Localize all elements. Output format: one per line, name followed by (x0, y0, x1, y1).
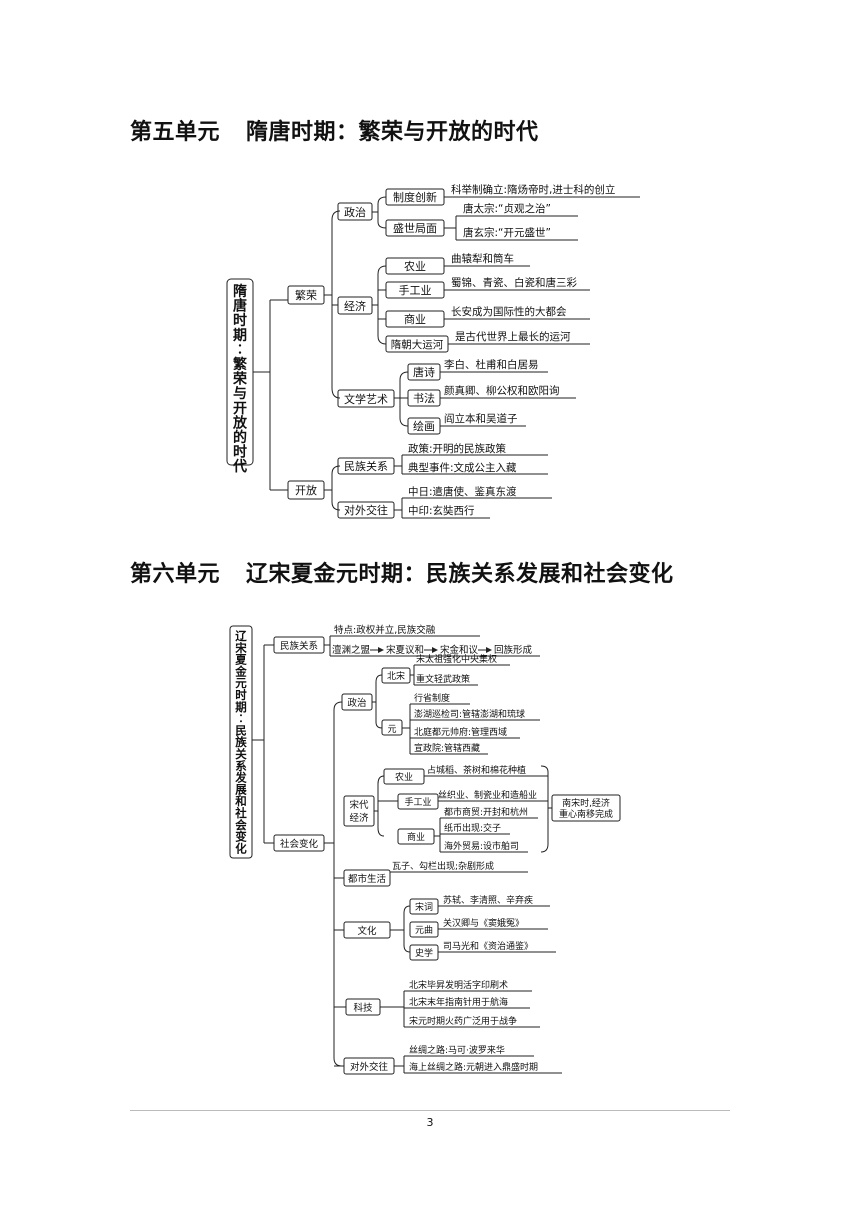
node-songjingji-label-2: 经济 (349, 812, 369, 824)
node-note-box (551, 794, 621, 822)
wenhua-row-1-text: 苏轼、李清照、辛弃疾 (443, 894, 533, 906)
branch-fanrong-label: 繁荣 (295, 288, 317, 302)
note-line-2: 重心南移完成 (559, 808, 613, 820)
shangye6-item-1: 都市商贸:开封和杭州 (444, 806, 528, 818)
wenxue-row-1-text: 李白、杜甫和白居易 (444, 358, 539, 371)
unit5-title-number: 第五单元 (130, 120, 221, 145)
page-number: 3 (426, 1116, 434, 1129)
yuan-item-2: 澎湖巡检司:管辖澎湖和琉球 (414, 708, 525, 720)
yuan-item-4: 宣政院:管辖西藏 (414, 742, 480, 754)
wenxue-row-2-text: 颜真卿、柳公权和欧阳询 (444, 384, 560, 397)
beisong-item-2: 重文轻武政策 (416, 673, 470, 685)
node-zhengzhi6-label: 政治 (347, 697, 366, 709)
node-yuan-label: 元 (387, 725, 396, 735)
jingji-row-1-text: 曲辕犁和筒车 (451, 252, 514, 265)
unit6-root-box (229, 625, 253, 859)
node-zhidu-text: 科举制确立:隋炀帝时,进士科的创立 (451, 183, 615, 196)
note-line-1: 南宋时,经济 (562, 797, 610, 809)
beisong-item-1: 宋太祖强化中央集权 (416, 653, 497, 665)
footer-divider (130, 1110, 730, 1111)
node-songjingji-label-1: 宋代 (349, 799, 369, 811)
wenhua-row-3-label: 史学 (415, 947, 433, 959)
node-jingji-label: 经济 (344, 299, 366, 313)
wenhua-row-1-label: 宋词 (415, 901, 433, 913)
wenxue-row-3-text: 阎立本和吴道子 (444, 412, 518, 425)
duiwai5-item-1: 中日:遣唐使、鉴真东渡 (408, 485, 517, 498)
node-minzu6-label: 民族关系 (280, 640, 318, 652)
unit6-title-text: 辽宋夏金元时期：民族关系发展和社会变化 (246, 562, 674, 587)
keji-item-3: 宋元时期火药广泛用于战争 (409, 1015, 517, 1027)
chain-4: 回族形成 (494, 644, 533, 656)
jingji-row-4-label: 隋朝大运河 (391, 338, 444, 351)
minzu6-item-1: 特点:政权并立,民族交融 (334, 624, 436, 636)
chain-3: 宋金和议 (440, 644, 479, 656)
duiwai5-item-2: 中印:玄奘西行 (408, 504, 475, 517)
node-wenxue-label: 文学艺术 (344, 392, 388, 406)
node-beisong-label: 北宋 (387, 670, 405, 682)
duiwai6-item-1: 丝绸之路:马可·波罗来华 (409, 1044, 505, 1056)
jingji-row-3-text: 长安成为国际性的大都会 (451, 305, 567, 318)
jingji-row-2-label: 手工业 (399, 283, 432, 297)
node-minzu5-label: 民族关系 (344, 459, 388, 473)
unit6-title-number: 第六单元 (130, 562, 221, 587)
node-wenhua-label: 文化 (357, 925, 377, 937)
unit5-mindmap: 隋唐时期︰繁荣与开放的时代 繁荣 政治 制度创新 科举制确立:隋炀帝时,进士科的… (226, 183, 640, 519)
duiwai6-item-2: 海上丝绸之路:元朝进入鼎盛时期 (409, 1061, 538, 1073)
node-dushi-label: 都市生活 (348, 873, 387, 885)
unit5-title-text: 隋唐时期：繁荣与开放的时代 (246, 120, 539, 145)
shengshi-item-1: 唐太宗:“贞观之治” (463, 202, 551, 215)
node-duiwai5-label: 对外交往 (344, 503, 388, 517)
wenhua-row-3-text: 司马光和《资治通鉴》 (443, 940, 533, 952)
chain-2: 宋夏议和 (386, 644, 424, 656)
node-zhengzhi-label: 政治 (344, 205, 366, 219)
node-shangye6-label: 商业 (407, 831, 425, 843)
wenxue-row-2-label: 书法 (413, 391, 435, 405)
jingji-row-4-text: 是古代世界上最长的运河 (455, 330, 571, 343)
chain-1: 澶渊之盟 (332, 644, 371, 656)
jingji-row-3-label: 商业 (404, 312, 426, 326)
node-shougong6-label: 手工业 (404, 796, 431, 808)
node-zhidu-label: 制度创新 (393, 190, 437, 204)
unit6-title: 第六单元辽宋夏金元时期：民族关系发展和社会变化 (130, 556, 674, 588)
unit5-root-label: 隋唐时期︰繁荣与开放的时代 (232, 283, 248, 475)
jingji-row-1-label: 农业 (404, 259, 426, 273)
wenxue-row-3-label: 绘画 (413, 419, 435, 433)
node-keji-label: 科技 (353, 1002, 373, 1014)
jingji-row-2-text: 蜀锦、青瓷、白瓷和唐三彩 (451, 276, 577, 289)
node-nongye6-label: 农业 (395, 771, 413, 783)
unit6-root-label: 辽宋夏金元时期︰民族关系发展和社会变化 (234, 629, 247, 855)
yuan-item-3: 北庭都元帅府:管理西域 (414, 726, 507, 738)
nongye6-text: 占城稻、茶树和棉花种植 (427, 764, 526, 776)
branch-kaifang-label: 开放 (295, 483, 317, 497)
dushi-text: 瓦子、勾栏出现;杂剧形成 (392, 860, 494, 872)
minzu5-item-1: 政策:开明的民族政策 (408, 442, 507, 455)
wenxue-row-1-label: 唐诗 (413, 365, 435, 379)
shangye6-item-3: 海外贸易:设市舶司 (444, 840, 519, 852)
node-shehui-label: 社会变化 (280, 838, 319, 850)
shengshi-item-2: 唐玄宗:“开元盛世” (463, 226, 551, 239)
shangye6-item-2: 纸币出现:交子 (444, 822, 501, 834)
wenhua-row-2-text: 关汉卿与《窦娥冤》 (443, 917, 524, 929)
wenhua-row-2-label: 元曲 (415, 925, 433, 936)
minzu5-item-2: 典型事件:文成公主入藏 (408, 461, 517, 474)
keji-item-2: 北宋末年指南针用于航海 (409, 996, 508, 1008)
node-shengshi-label: 盛世局面 (393, 221, 437, 235)
unit6-mindmap: 辽宋夏金元时期︰民族关系发展和社会变化 民族关系 特点:政权并立,民族交融 澶渊… (229, 624, 621, 1075)
node-duiwai6-label: 对外交往 (350, 1061, 389, 1073)
yuan-item-1: 行省制度 (414, 692, 450, 704)
shougong6-text: 丝织业、制瓷业和造船业 (438, 789, 537, 801)
keji-item-1: 北宋毕昇发明活字印刷术 (409, 979, 508, 991)
unit5-title: 第五单元隋唐时期：繁荣与开放的时代 (130, 114, 539, 146)
